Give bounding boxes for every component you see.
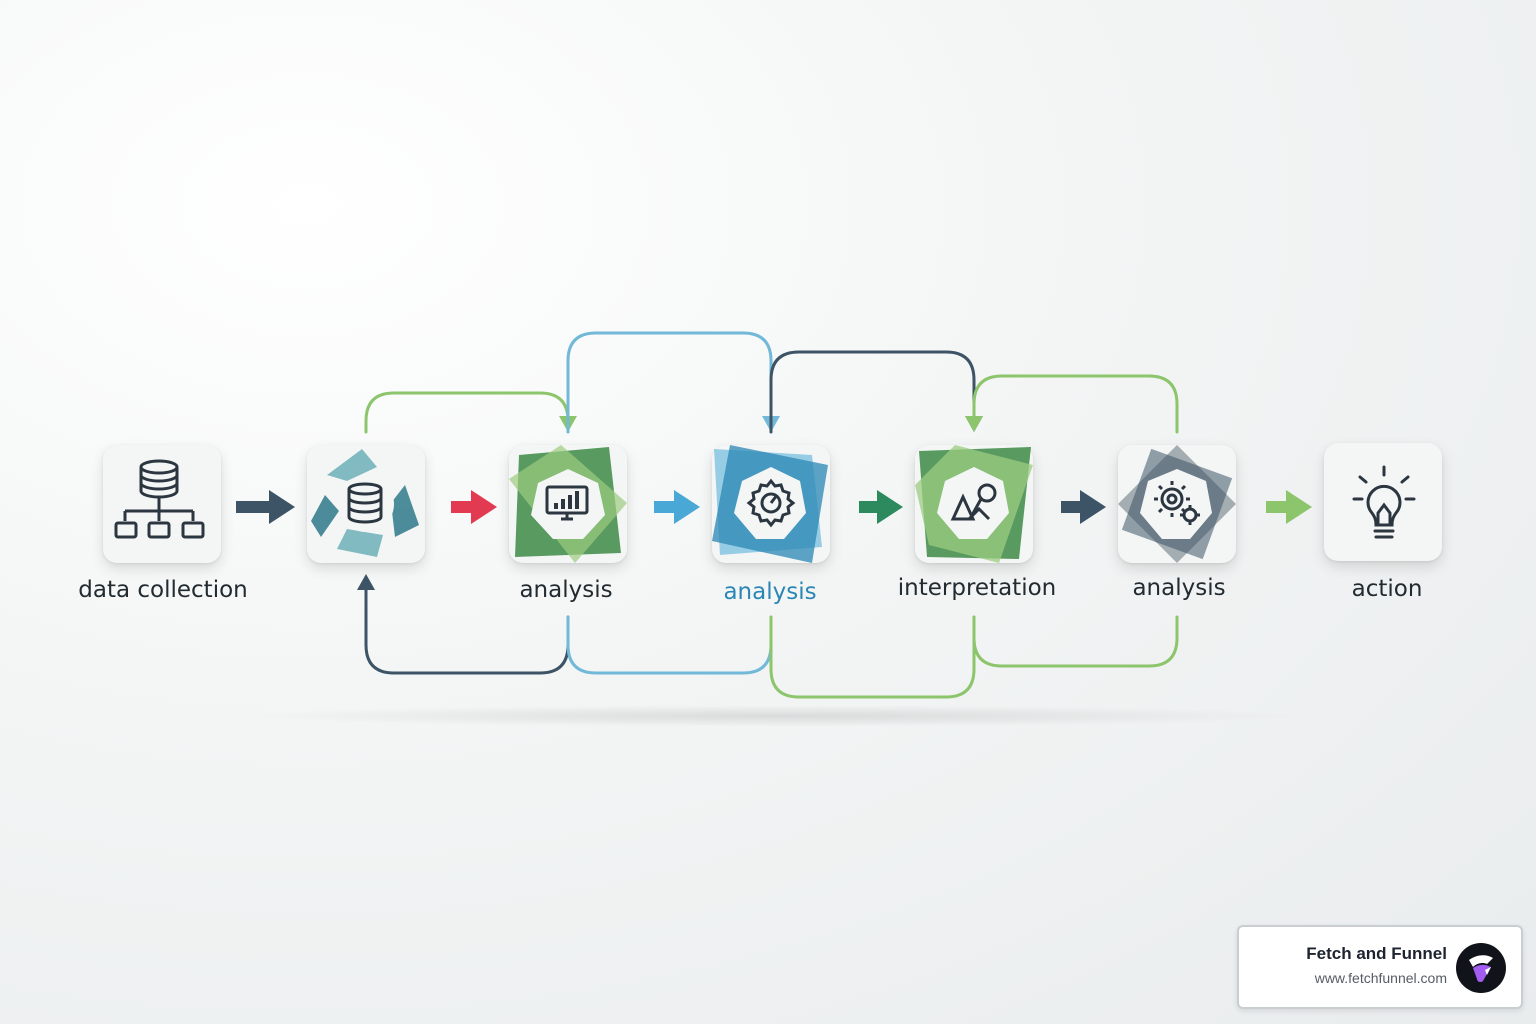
monitor-chart-icon [509,445,627,563]
flow-arrow-head-1 [269,490,295,524]
magnifier-shapes-icon [915,445,1033,563]
database-hierarchy-icon [114,459,205,539]
flow-arrow-shaft-6 [1266,501,1288,513]
flow-arrow-shaft-3 [654,501,676,513]
flow-arrow-head-5 [1080,490,1106,524]
node-analysis-3 [1118,445,1236,563]
database-icon [311,449,419,557]
node-analysis-2 [712,445,830,563]
node-database [307,445,425,563]
feedback-loop-arrowhead-5 [357,574,375,590]
flow-arrow-shaft-4 [859,501,879,513]
feedback-loop-8 [972,615,1179,668]
feedback-loop-5 [364,586,570,675]
gauge-gear-icon [712,445,828,563]
flow-arrow-shaft-5 [1061,501,1082,513]
ground-shadow [240,705,1310,727]
feedback-loop-2 [566,331,773,434]
feedback-loop-7 [769,615,976,699]
gears-icon [1118,445,1236,563]
feedback-loop-6 [566,615,773,675]
node-data-collection [103,445,221,563]
brand-name: Fetch and Funnel [1306,944,1447,963]
label-analysis-2: analysis [723,579,817,605]
feedback-loop-1 [364,391,570,434]
flow-arrow-head-6 [1286,490,1312,524]
label-action: action [1351,576,1423,602]
fetch-funnel-logo-icon [1456,943,1506,993]
node-action [1324,443,1442,561]
label-interpretation: interpretation [897,575,1057,601]
brand-card[interactable]: Fetch and Funnel www.fetchfunnel.com [1237,925,1523,1009]
flow-arrow-head-4 [877,490,903,524]
label-data-collection: data collection [78,577,248,603]
label-analysis-3: analysis [1132,575,1226,601]
flow-arrow-shaft-1 [236,501,271,513]
lightbulb-icon [1352,465,1416,539]
flow-arrow-head-2 [471,490,497,524]
label-analysis-1: analysis [519,577,613,603]
node-analysis-1 [509,445,627,563]
flow-arrow-head-3 [674,490,700,524]
feedback-loop-arrowhead-4 [965,416,983,432]
node-interpretation [915,445,1033,563]
feedback-loop-4 [972,374,1179,434]
feedback-loop-3 [769,350,976,434]
brand-url[interactable]: www.fetchfunnel.com [1314,970,1447,986]
flow-arrow-shaft-2 [451,501,473,513]
